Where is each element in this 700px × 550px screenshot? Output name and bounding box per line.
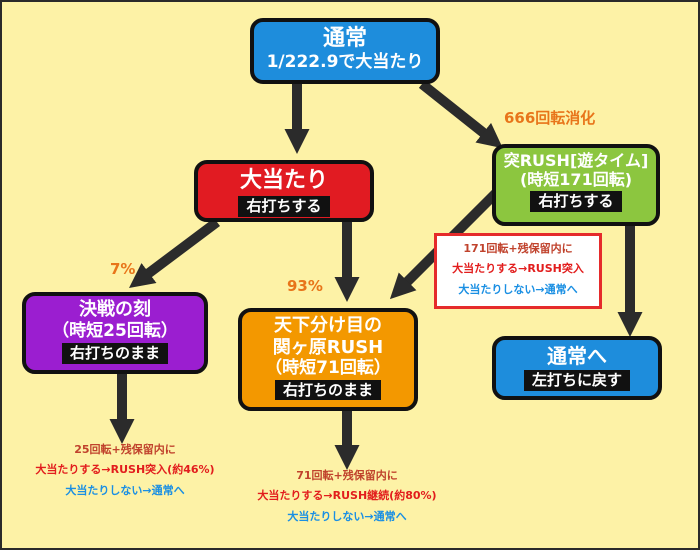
node-tsujo-he-title: 通常へ	[547, 344, 607, 368]
note-kessen: 25回転+残保留内に 大当たりする→RUSH突入(約46%) 大当たりしない→通…	[10, 440, 240, 501]
note-tenka: 71回転+残保留内に 大当たりする→RUSH継続(約80%) 大当たりしない→通…	[232, 466, 462, 527]
node-kessen-tag: 右打ちのまま	[61, 342, 168, 364]
node-tenka-title2: 関ヶ原RUSH	[272, 336, 384, 358]
node-oatari: 大当たり 右打ちする	[194, 160, 374, 222]
note-kessen-line1: 25回転+残保留内に	[74, 443, 176, 456]
node-kessen: 決戦の刻 （時短25回転） 右打ちのまま	[22, 292, 208, 374]
note-kessen-line3: 大当たりしない→通常へ	[65, 483, 185, 497]
node-totsu-subtitle: (時短171回転)	[519, 170, 633, 190]
label-666-spins: 666回転消化	[504, 109, 596, 127]
node-totsu-rush: 突RUSH[遊タイム] (時短171回転) 右打ちする	[492, 144, 660, 226]
node-tenka-subtitle: （時短71回転）	[265, 358, 391, 379]
node-tenka: 天下分け目の 関ヶ原RUSH （時短71回転） 右打ちのまま	[238, 308, 418, 411]
node-tsujo-title: 通常	[322, 26, 367, 51]
label-93-percent: 93%	[287, 277, 323, 295]
node-totsu-title: 突RUSH[遊タイム]	[503, 151, 649, 170]
note-kessen-line2: 大当たりする→RUSH突入(約46%)	[35, 463, 215, 477]
note-totsu-line1: 171回転+残保留内に	[463, 242, 573, 255]
note-totsu-line3: 大当たりしない→通常へ	[458, 282, 578, 296]
label-7-percent: 7%	[110, 260, 136, 278]
node-tsujo-he: 通常へ 左打ちに戻す	[492, 336, 662, 400]
node-oatari-title: 大当たり	[239, 168, 328, 193]
node-tsujo-he-tag: 左打ちに戻す	[523, 370, 630, 391]
note-totsu-line2: 大当たりする→RUSH突入	[452, 262, 584, 276]
node-totsu-tag: 右打ちする	[530, 191, 622, 213]
node-kessen-title: 決戦の刻	[79, 299, 151, 320]
node-tenka-tag: 右打ちのまま	[274, 379, 381, 401]
arrow-oatari-to-kessen	[129, 218, 220, 288]
note-tenka-line2: 大当たりする→RUSH継続(約80%)	[257, 489, 437, 503]
note-tenka-line1: 71回転+残保留内に	[296, 469, 398, 482]
node-tsujo: 通常 1/222.9で大当たり	[250, 18, 440, 84]
node-tenka-title: 天下分け目の	[274, 315, 382, 336]
node-kessen-subtitle: （時短25回転）	[52, 320, 178, 341]
node-tsujo-subtitle: 1/222.9で大当たり	[266, 52, 424, 73]
note-totsu: 171回転+残保留内に 大当たりする→RUSH突入 大当たりしない→通常へ	[434, 233, 602, 309]
node-oatari-tag: 右打ちする	[238, 196, 330, 218]
note-tenka-line3: 大当たりしない→通常へ	[287, 509, 407, 523]
arrow-tsujo-to-totsu	[418, 80, 503, 149]
